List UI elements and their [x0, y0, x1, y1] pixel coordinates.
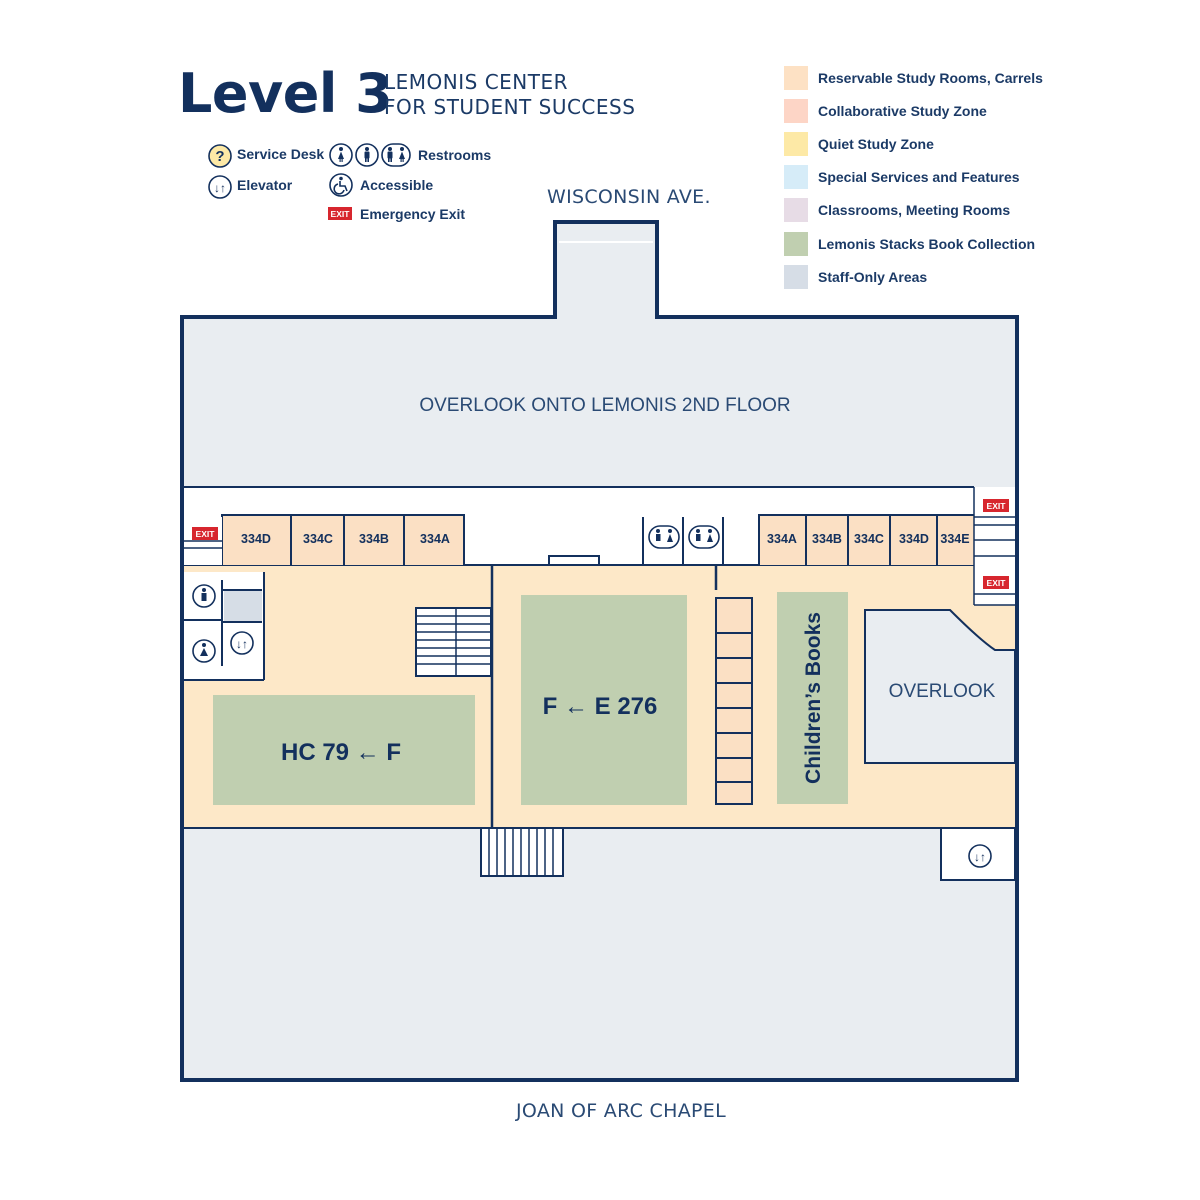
childrens-books-label: Children’s Books	[802, 612, 825, 784]
service-desk-label: Service Desk	[237, 146, 325, 162]
stacks-left	[213, 695, 475, 805]
symbol-key: ? Service Desk ↓↑ Elevator Restrooms Acc…	[204, 140, 504, 230]
legend-swatch	[784, 198, 808, 222]
elevator-label: Elevator	[237, 177, 293, 193]
legend-item-reservable: Reservable Study Rooms, Carrels	[784, 66, 1043, 90]
legend-item-collaborative: Collaborative Study Zone	[784, 99, 987, 123]
legend-swatch	[784, 132, 808, 156]
room-label: 334E	[940, 532, 969, 546]
legend-item-staff-only: Staff-Only Areas	[784, 265, 927, 289]
room-label: 334C	[303, 532, 333, 546]
stacks-center	[521, 595, 687, 805]
room-label: 334D	[899, 532, 929, 546]
svg-text:?: ?	[215, 148, 224, 165]
elevator-icon: ↓↑	[208, 175, 232, 199]
corridor	[184, 487, 974, 517]
svg-text:EXIT: EXIT	[987, 501, 1007, 511]
svg-text:EXIT: EXIT	[196, 529, 216, 539]
legend-swatch	[784, 165, 808, 189]
street-label-south: JOAN OF ARC CHAPEL	[516, 1100, 726, 1122]
accessible-label: Accessible	[360, 177, 434, 193]
legend-label: Lemonis Stacks Book Collection	[818, 236, 1036, 252]
carrels	[715, 597, 753, 805]
staircase-upper	[416, 608, 491, 676]
overlook-label: OVERLOOK	[889, 681, 996, 702]
legend-label: Staff-Only Areas	[818, 269, 928, 285]
exit-sign-right-upper: EXIT	[983, 499, 1009, 512]
stacks-left-label: HC 79 ← F	[281, 739, 401, 766]
svg-text:↓↑: ↓↑	[974, 850, 986, 864]
rooms-right	[759, 515, 974, 565]
restroom-icon	[648, 525, 680, 549]
elevator-icon: ↓↑	[968, 844, 992, 868]
overlook-area	[864, 609, 1016, 764]
legend-swatch	[784, 232, 808, 256]
room-label: 334D	[241, 532, 271, 546]
building-subtitle: LEMONIS CENTER FOR STUDENT SUCCESS	[384, 70, 635, 120]
womens-restroom-icon	[192, 639, 216, 663]
restrooms-label: Restrooms	[418, 147, 492, 163]
subtitle-line-1: LEMONIS CENTER	[384, 70, 569, 94]
legend-swatch	[784, 66, 808, 90]
subtitle-line-2: FOR STUDENT SUCCESS	[384, 95, 636, 119]
svg-text:EXIT: EXIT	[331, 209, 351, 219]
svg-text:EXIT: EXIT	[987, 578, 1007, 588]
childrens-books-stacks	[777, 592, 848, 804]
restrooms-icon	[329, 143, 411, 167]
legend-swatch	[784, 99, 808, 123]
legend-label: Collaborative Study Zone	[818, 103, 987, 119]
svg-text:↓↑: ↓↑	[214, 181, 226, 195]
room-label: 334C	[854, 532, 884, 546]
svg-text:↓↑: ↓↑	[236, 637, 248, 651]
legend-item-special-services: Special Services and Features	[784, 165, 1020, 189]
exit-icon: EXIT	[328, 207, 352, 220]
accessible-icon	[329, 173, 353, 197]
stacks-center-label: F ← E 276	[543, 693, 658, 720]
emergency-exit-label: Emergency Exit	[360, 206, 466, 222]
legend-item-quiet: Quiet Study Zone	[784, 132, 934, 156]
room-label: 334B	[359, 532, 389, 546]
staircase-lower	[488, 828, 554, 876]
legend-item-classrooms: Classrooms, Meeting Rooms	[784, 198, 1010, 222]
room-label: 334A	[420, 532, 450, 546]
mens-restroom-icon	[192, 584, 216, 608]
elevator-icon: ↓↑	[230, 631, 254, 655]
overlook-2nd-floor-label: OVERLOOK ONTO LEMONIS 2ND FLOOR	[419, 395, 790, 416]
legend-item-stacks: Lemonis Stacks Book Collection	[784, 232, 1035, 256]
legend-swatch	[784, 265, 808, 289]
legend-label: Special Services and Features	[818, 169, 1020, 185]
restroom-icon	[688, 525, 720, 549]
level-title: Level 3	[178, 62, 393, 125]
room-label: 334A	[767, 532, 797, 546]
room-label: 334B	[812, 532, 842, 546]
legend-label: Reservable Study Rooms, Carrels	[818, 70, 1043, 86]
north-entrance	[559, 242, 653, 317]
legend-label: Classrooms, Meeting Rooms	[818, 202, 1011, 218]
street-label-north: WISCONSIN AVE.	[547, 186, 711, 208]
exit-sign-right-lower: EXIT	[983, 576, 1009, 589]
legend-label: Quiet Study Zone	[818, 136, 934, 152]
service-desk-icon: ?	[208, 144, 232, 168]
exit-sign-left: EXIT	[192, 527, 218, 540]
